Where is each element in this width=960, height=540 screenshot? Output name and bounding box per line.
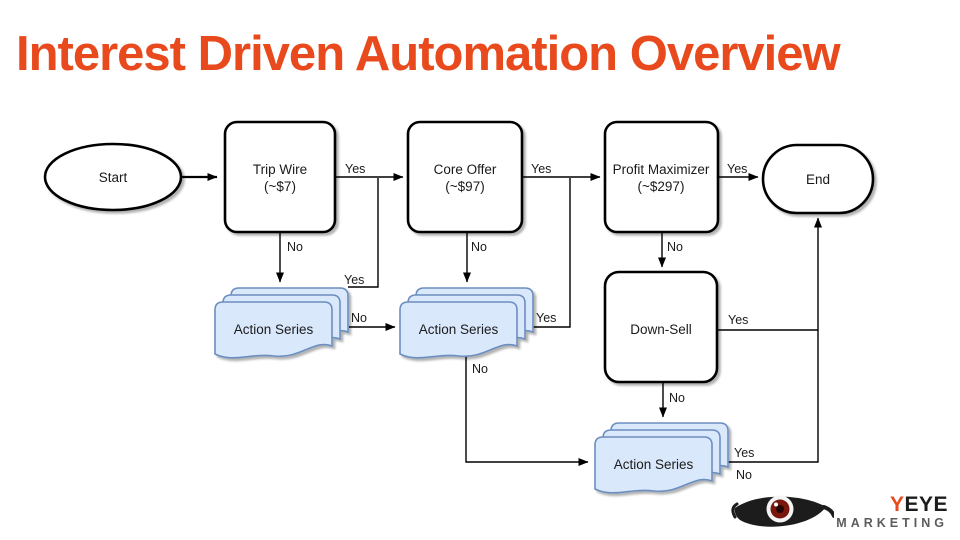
node-core-offer-label: Core Offer: [434, 162, 497, 177]
node-action-series-3: Action Series: [594, 422, 729, 494]
node-action-series-2: Action Series: [399, 287, 534, 359]
edge-labels: Yes Yes Yes No No No Yes No Yes No Yes N…: [287, 162, 754, 482]
node-down-sell: Down-Sell: [603, 270, 719, 384]
edge-label-down-sell-yes: Yes: [728, 313, 748, 327]
edge-label-action-series-2-no: No: [472, 362, 488, 376]
edge-label-action-series-2-yes: Yes: [536, 311, 556, 325]
edge-label-action-series-1-yes: Yes: [344, 273, 364, 287]
node-end: End: [761, 143, 875, 215]
edge-label-trip-wire-no: No: [287, 240, 303, 254]
edge-label-down-sell-no: No: [669, 391, 685, 405]
edge-label-profit-maximizer-no: No: [667, 240, 683, 254]
node-core-offer-price: (~$97): [445, 179, 484, 194]
node-action-series-2-label: Action Series: [419, 322, 499, 337]
edge-label-action-series-3-no: No: [736, 468, 752, 482]
node-profit-maximizer: Profit Maximizer (~$297): [603, 120, 720, 234]
node-trip-wire-label: Trip Wire: [253, 162, 307, 177]
edge-action-series-2-no-to-action-series-3: [465, 356, 589, 466]
node-action-series-1-label: Action Series: [234, 322, 314, 337]
node-action-series-1: Action Series: [214, 287, 349, 359]
brand-logo-text: YEYE MARKETING: [836, 494, 948, 530]
brand-logo-name: EYE: [904, 493, 948, 517]
edge-label-action-series-1-no: No: [351, 311, 367, 325]
node-end-label: End: [806, 172, 830, 187]
edge-label-profit-maximizer-yes: Yes: [727, 162, 747, 176]
node-profit-maximizer-price: (~$297): [638, 179, 685, 194]
node-core-offer: Core Offer (~$97): [406, 120, 524, 234]
edge-action-series-3-to-end: [728, 217, 822, 463]
node-start-label: Start: [99, 170, 128, 185]
edge-label-core-offer-yes: Yes: [531, 162, 551, 176]
edge-label-action-series-3-yes: Yes: [734, 446, 754, 460]
node-trip-wire-price: (~$7): [264, 179, 296, 194]
node-action-series-3-label: Action Series: [614, 457, 694, 472]
edge-action-series-2-yes-to-profit-maximizer: [533, 178, 571, 328]
node-profit-maximizer-label: Profit Maximizer: [613, 162, 710, 177]
connectors: [181, 173, 822, 466]
node-start: Start: [43, 142, 183, 212]
edge-action-series-1-yes-to-core-offer: [348, 178, 379, 288]
node-trip-wire: Trip Wire (~$7): [223, 120, 337, 234]
eye-logo-icon: [731, 495, 835, 527]
page-title: Interest Driven Automation Overview: [16, 27, 841, 81]
brand-logo-accent-letter: Y: [889, 493, 905, 517]
edge-label-trip-wire-yes: Yes: [345, 162, 365, 176]
edge-label-core-offer-no: No: [471, 240, 487, 254]
brand-logo-subtitle: MARKETING: [836, 516, 948, 531]
brand-logo: YEYE MARKETING: [730, 492, 948, 532]
node-down-sell-label: Down-Sell: [630, 322, 692, 337]
